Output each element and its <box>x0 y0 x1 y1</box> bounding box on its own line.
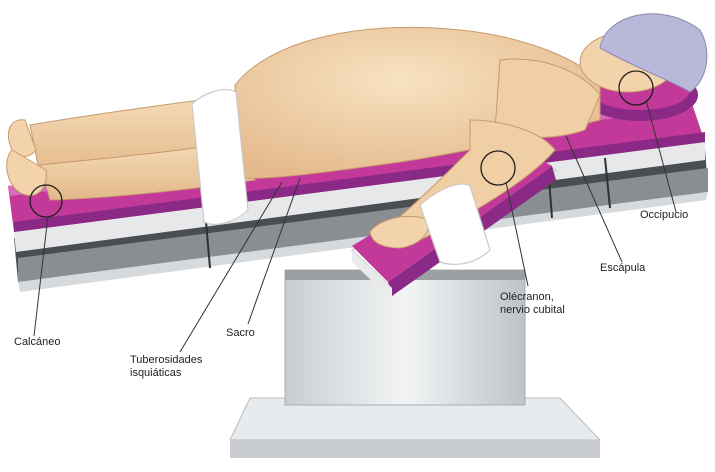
label-calcaneo: Calcáneo <box>14 336 60 349</box>
table-column <box>285 270 525 405</box>
label-olecranon: Olécranon, nervio cubital <box>500 291 565 317</box>
label-sacro: Sacro <box>226 327 255 340</box>
label-occipucio: Occipucio <box>640 209 688 222</box>
table-base <box>230 398 600 458</box>
label-escapula: Escápula <box>600 262 645 275</box>
label-tuberosidades: Tuberosidades isquiáticas <box>130 354 202 380</box>
label-tuberosidades-line2: isquiáticas <box>130 367 202 380</box>
label-olecranon-line1: Olécranon, <box>500 291 565 304</box>
label-tuberosidades-line1: Tuberosidades <box>130 354 202 367</box>
label-olecranon-line2: nervio cubital <box>500 304 565 317</box>
